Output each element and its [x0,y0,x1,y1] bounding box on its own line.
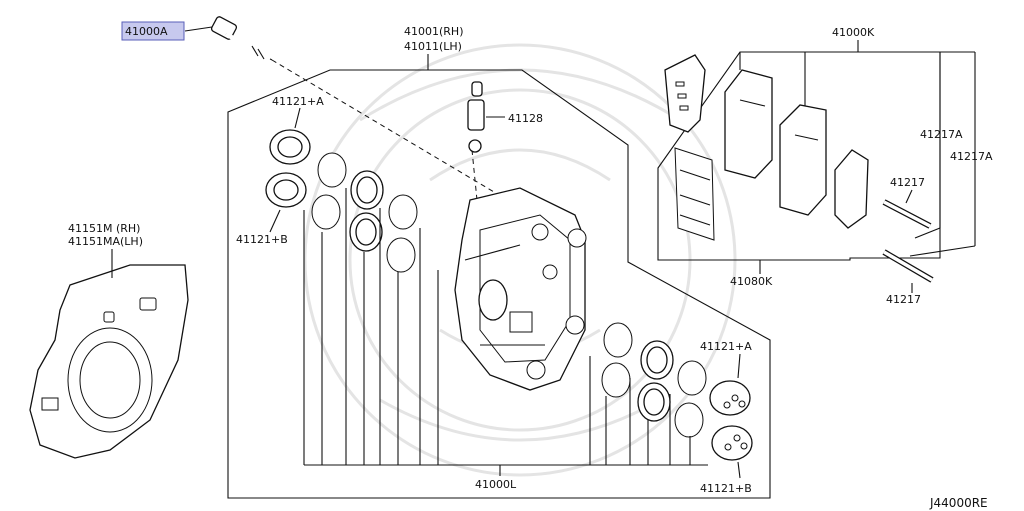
plate-lh-label: 41151MA(LH) [68,235,143,248]
brake-pad-1 [724,69,773,179]
piston-b-right-label: 41121+B [700,482,752,495]
anti-squeal-shim-top [664,54,706,133]
pin-lower [882,245,976,283]
piston-a-top [269,129,311,165]
bleeder-part [467,81,485,153]
caliper-assembly-outline [227,69,771,499]
piston-b-left [265,172,307,208]
bolt-dash-line [271,59,559,231]
bolt-label-highlight [121,21,185,41]
bolt-label: 41000A [125,25,168,38]
bolt-part [210,16,273,61]
diagram-code-label: J44000RE [929,496,988,510]
anti-squeal-shim-bottom [834,149,869,229]
pin-a2-label: 41217A [950,150,993,163]
piston-a-top-label: 41121+A [272,95,324,108]
pin-a1-label: 41217A [920,128,963,141]
caliper-rh-label: 41001(RH) [404,25,464,38]
plate-rh-label: 41151M (RH) [68,222,140,235]
shim-kit-label: 41080K [730,275,773,288]
piston-a-right-label: 41121+A [700,340,752,353]
bleeder-label: 41128 [508,112,543,125]
splash-plate [29,264,189,459]
seal-rings-right [601,322,707,438]
seal-rings-left [311,152,418,273]
shim-clips [674,147,715,241]
piston-a-right [709,380,751,416]
seal-kit-leaders [303,188,708,476]
pin-1-label: 41217 [890,176,925,189]
pin-2-label: 41217 [886,293,921,306]
bleeder-dash-line [471,149,479,211]
piston-b-right [711,425,753,461]
seal-kit-label: 41000L [475,478,517,491]
pad-kit-label: 41000K [832,26,875,39]
caliper-lh-label: 41011(LH) [404,40,462,53]
pin-upper [882,199,941,239]
piston-b-left-label: 41121+B [236,233,288,246]
caliper-body [454,187,587,391]
brake-pad-2 [779,104,827,216]
